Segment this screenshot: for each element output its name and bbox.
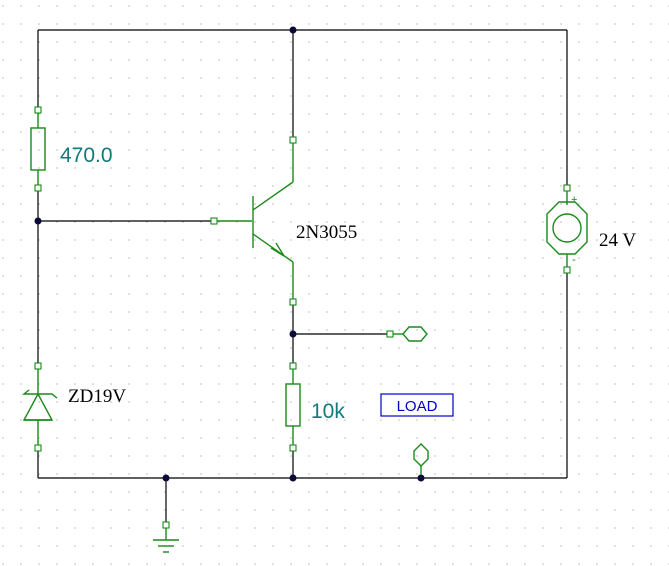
output-terminal-icon[interactable] bbox=[402, 326, 428, 342]
r2-value-label: 10k bbox=[311, 400, 345, 423]
output-terminal-pin[interactable] bbox=[386, 330, 394, 338]
zener-pin-top[interactable] bbox=[34, 362, 42, 370]
r1-pin-bottom[interactable] bbox=[34, 184, 42, 192]
node-ground bbox=[162, 474, 170, 482]
resistor-r1[interactable] bbox=[30, 106, 46, 192]
node-base bbox=[34, 217, 42, 225]
source-pin-top[interactable] bbox=[563, 184, 571, 192]
transistor-2n3055[interactable] bbox=[210, 136, 297, 306]
transistor-collector-pin[interactable] bbox=[289, 136, 297, 144]
voltage-source-24v[interactable] bbox=[546, 184, 588, 274]
node-r2-bottom bbox=[289, 474, 297, 482]
node-top bbox=[289, 26, 297, 34]
r1-pin-top[interactable] bbox=[34, 106, 42, 114]
load-label-box: LOAD bbox=[380, 393, 454, 417]
load-label: LOAD bbox=[397, 398, 438, 415]
zener-label: ZD19V bbox=[68, 386, 126, 407]
transistor-emitter-pin[interactable] bbox=[289, 298, 297, 306]
transistor-label: 2N3055 bbox=[296, 222, 357, 243]
ground-pin[interactable] bbox=[162, 521, 170, 529]
node-load-bottom bbox=[417, 474, 425, 482]
r1-value-label: 470.0 bbox=[60, 144, 113, 167]
zener-pin-bottom[interactable] bbox=[34, 444, 42, 452]
resistor-r2[interactable] bbox=[285, 362, 301, 452]
node-emitter bbox=[289, 330, 297, 338]
source-plus-sign: + bbox=[571, 194, 577, 206]
zener-diode[interactable] bbox=[22, 362, 58, 452]
source-label: 24 V bbox=[599, 230, 636, 251]
output-terminal[interactable] bbox=[386, 326, 428, 342]
r2-pin-bottom[interactable] bbox=[289, 444, 297, 452]
junction-nodes bbox=[34, 26, 425, 482]
load-ground-terminal[interactable] bbox=[413, 443, 429, 475]
source-minus-sign: - bbox=[572, 254, 576, 266]
source-pin-bottom[interactable] bbox=[563, 266, 571, 274]
r2-pin-top[interactable] bbox=[289, 362, 297, 370]
ground-symbol[interactable] bbox=[153, 521, 179, 553]
transistor-base-pin[interactable] bbox=[210, 217, 218, 225]
